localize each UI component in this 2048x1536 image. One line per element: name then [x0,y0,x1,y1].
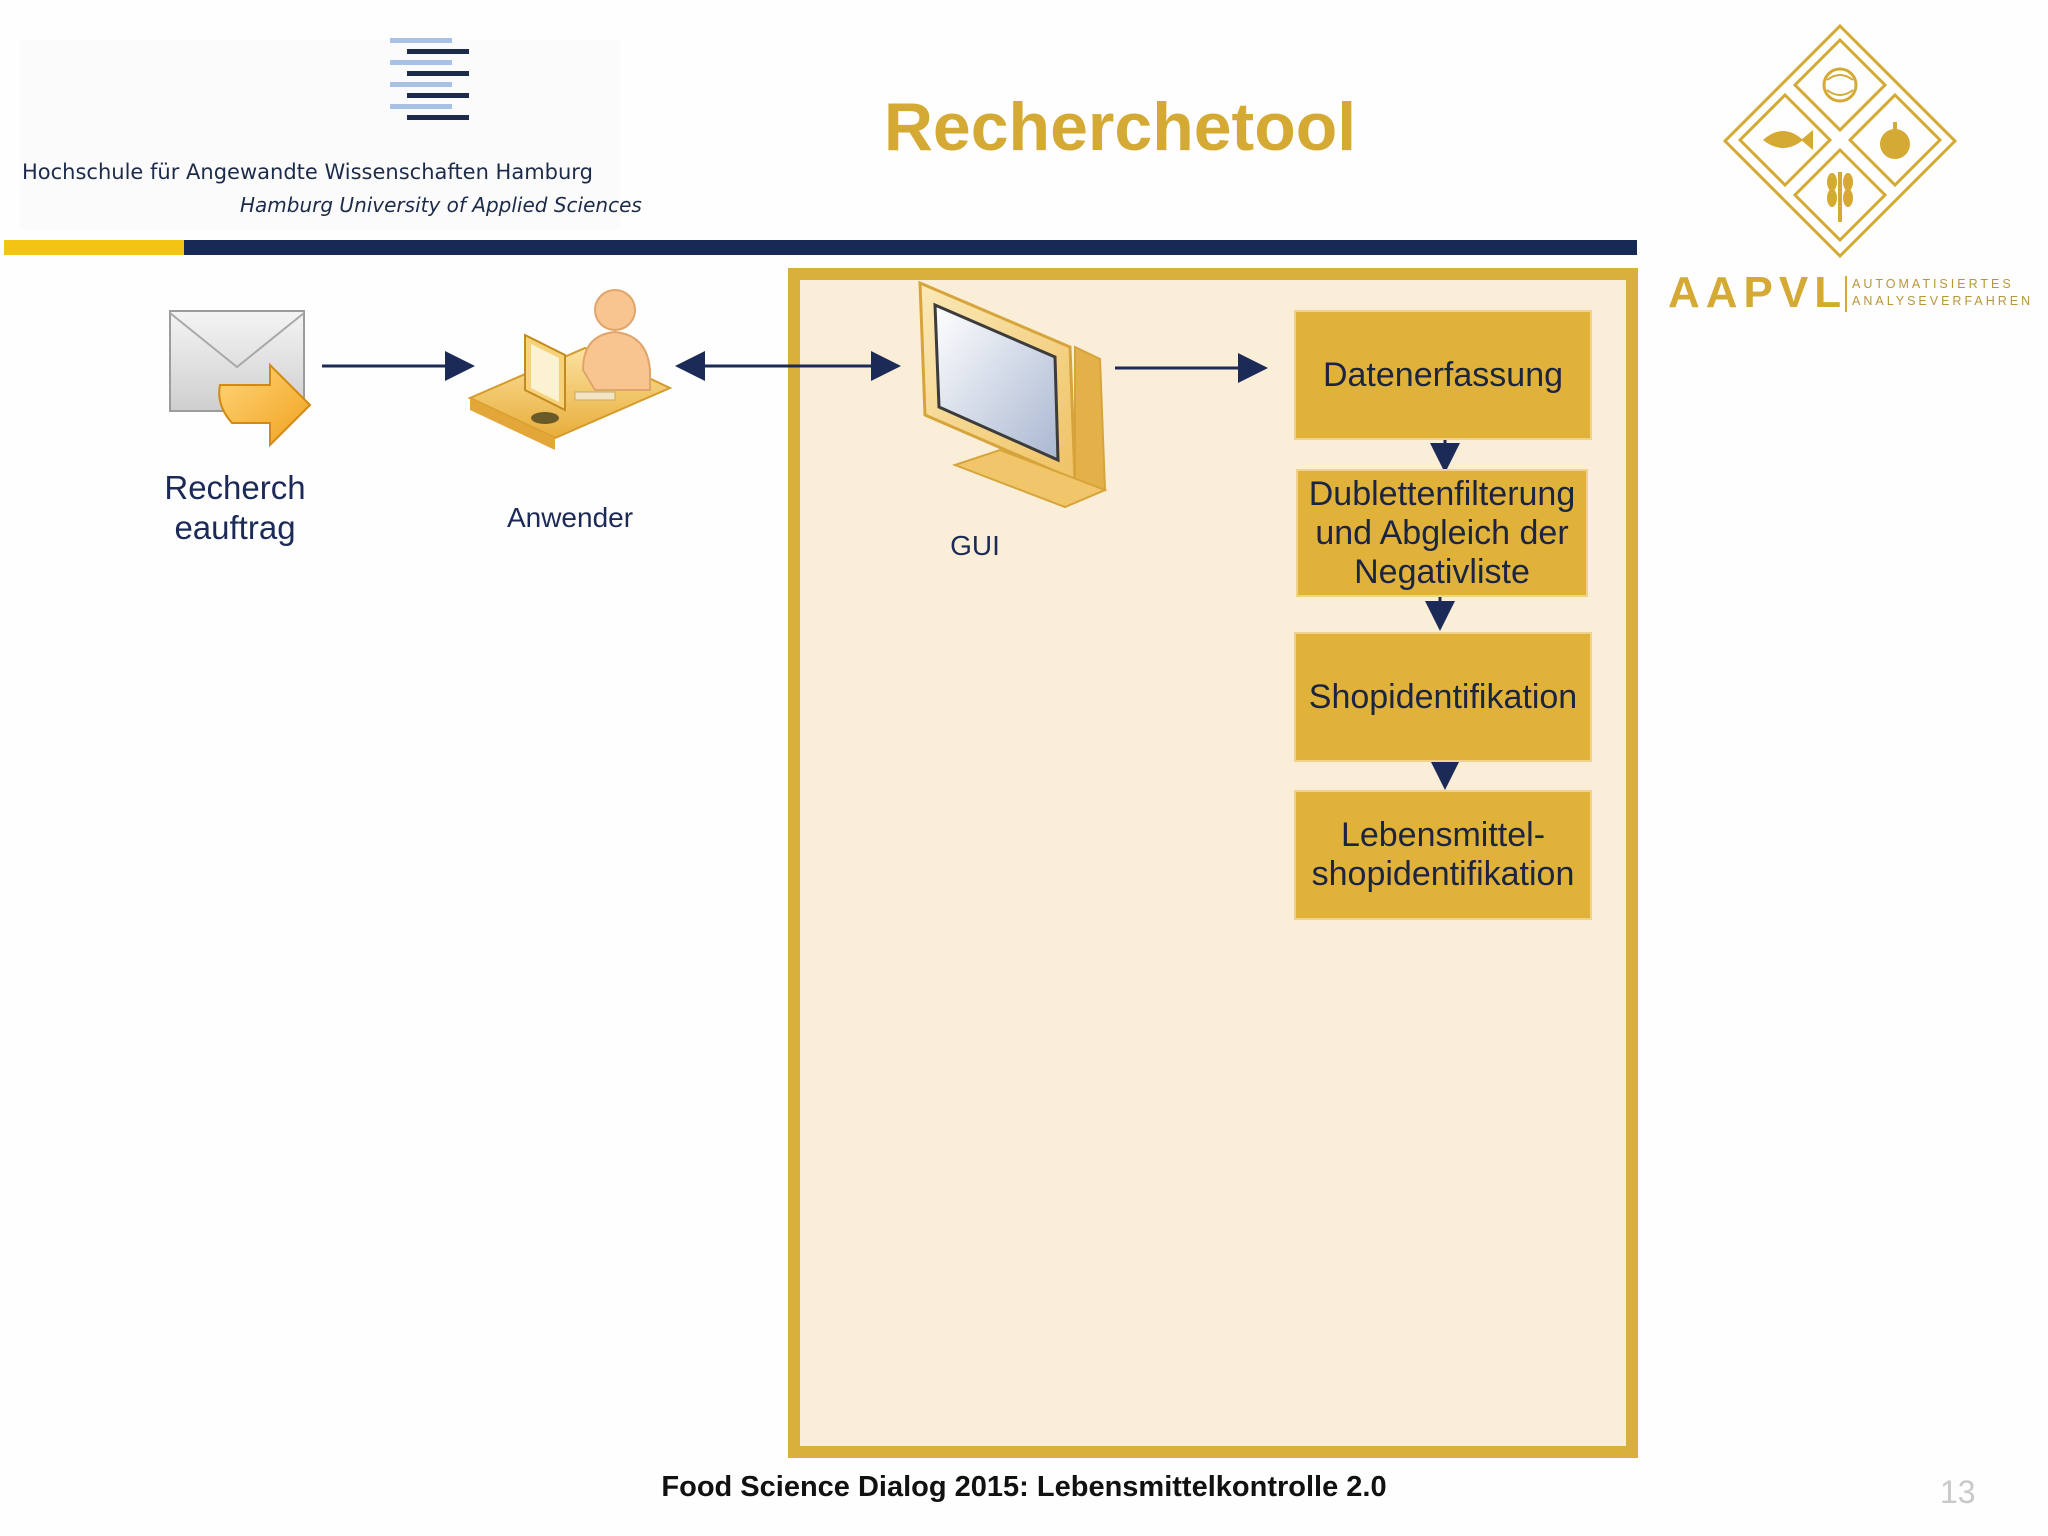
aapvl-separator [1845,276,1847,312]
footer-text: Food Science Dialog 2015: Lebensmittelko… [661,1471,1387,1503]
header-bar-blue [184,240,1637,255]
node-label-user: Anwender [506,502,634,533]
haw-logo-mark [390,38,469,120]
process-frame [788,268,1638,1458]
envelope-icon [169,310,312,448]
institution-name: Hochschule für Angewandte Wissenschaften… [22,160,593,184]
aapvl-subtitle-line2: ANALYSEVERFAHREN [1852,294,2034,308]
aapvl-subtitle: AUTOMATISIERTES ANALYSEVERFAHREN [1852,276,2033,310]
computer-monitor-icon [918,280,1108,509]
step-box-shopidentifikation: Shopidentifikation [1294,632,1592,762]
node-label-gui: GUI [950,530,1000,561]
institution-name-en: Hamburg University of Applied Sciences [240,193,642,217]
header-bar-yellow [4,240,184,255]
step-box-dublettenfilterung: Dublettenfilterung und Abgleich der Nega… [1296,469,1588,597]
page-number: 13 [1940,1474,1976,1510]
user-at-desk-icon [467,289,673,450]
aapvl-logo-text: AAPVL [1668,268,1848,317]
haw-logo [20,40,620,230]
step-box-datenerfassung: Datenerfassung [1294,310,1592,440]
aapvl-logo-icon [1722,23,1958,259]
step-box-lebensmittelshopidentifikation: Lebensmittel- shopidentifikation [1294,790,1592,920]
node-label-request: Recherch eauftrag [164,469,306,546]
aapvl-subtitle-line1: AUTOMATISIERTES [1852,277,2014,291]
slide-title: Recherchetool [883,89,1357,165]
